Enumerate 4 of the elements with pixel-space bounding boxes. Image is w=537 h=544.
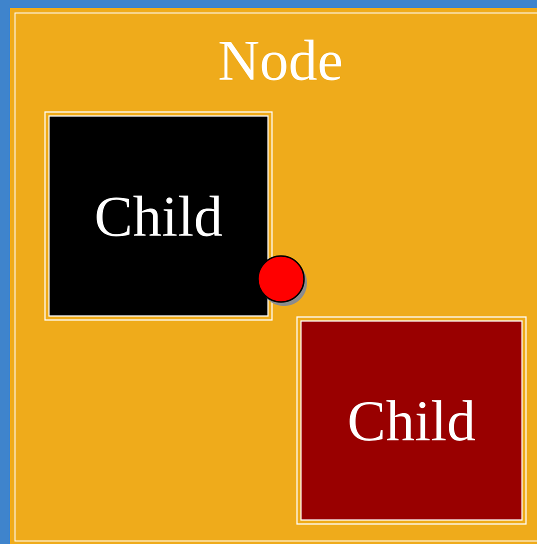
heading: Node — [220, 40, 342, 80]
child-box: Child — [296, 316, 527, 525]
child-box: Child — [44, 111, 273, 321]
port-circle — [257, 255, 307, 306]
